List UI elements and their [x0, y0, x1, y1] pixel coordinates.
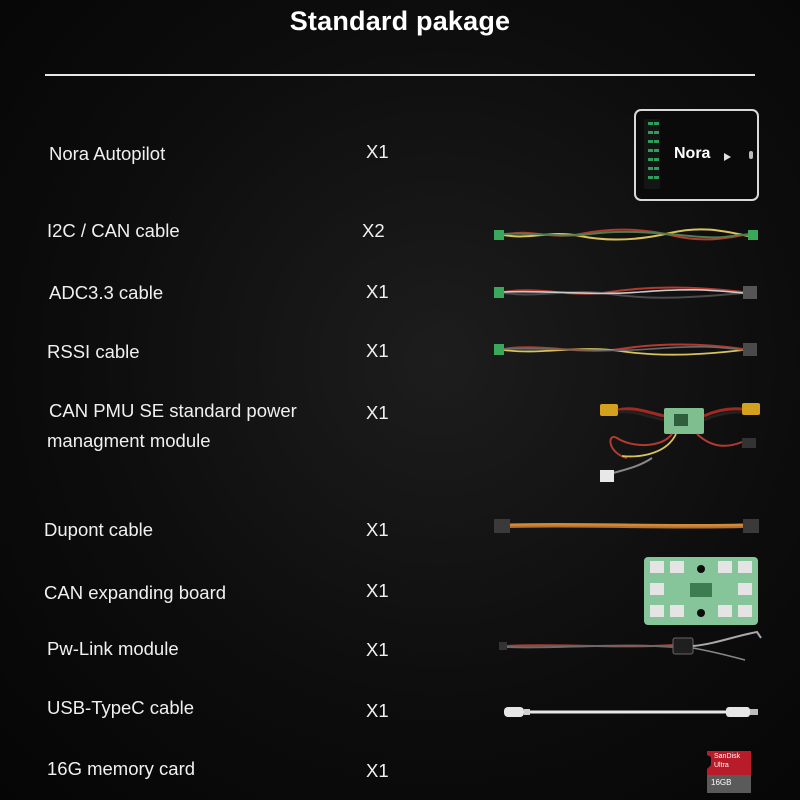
title-divider	[45, 74, 755, 76]
memory-card-line: Ultra	[714, 762, 729, 769]
item-quantity: X1	[366, 760, 389, 781]
item-name: Pw-Link module	[47, 638, 179, 659]
item-name: 16G memory card	[47, 758, 196, 779]
i2c-can-cable-image	[490, 222, 765, 248]
item-quantity: X1	[366, 340, 389, 361]
rssi-cable-image	[490, 337, 765, 363]
memory-card-image: SanDisk Ultra 16GB	[705, 749, 753, 795]
item-name: RSSI cable	[47, 341, 140, 362]
item-quantity: X1	[366, 402, 389, 423]
usb-typec-cable-image	[500, 700, 762, 724]
page-title: Standard pakage	[289, 6, 511, 36]
item-name-line-2: managment module	[47, 430, 211, 451]
adc33-cable-image	[490, 280, 765, 306]
item-name: ADC3.3 cable	[49, 282, 164, 303]
memory-card-capacity: 16GB	[711, 778, 732, 787]
item-name: CAN expanding board	[44, 582, 227, 603]
item-quantity: X1	[366, 141, 389, 162]
item-name: Nora Autopilot	[49, 143, 166, 164]
memory-card-brand: SanDisk	[714, 753, 741, 760]
pw-link-module-image	[495, 630, 765, 666]
item-name: Dupont cable	[44, 519, 154, 540]
item-name: I2C / CAN cable	[47, 220, 180, 241]
item-name-line-1: CAN PMU SE standard power	[49, 400, 297, 421]
dupont-cable-image	[490, 513, 765, 539]
item-quantity: X2	[362, 220, 385, 241]
item-quantity: X1	[366, 639, 389, 660]
nora-autopilot-image: Nora	[632, 107, 762, 203]
can-pmu-module-image	[592, 398, 767, 492]
item-name: USB-TypeC cable	[47, 697, 195, 718]
nora-brand-label: Nora	[674, 145, 711, 162]
item-quantity: X1	[366, 281, 389, 302]
item-quantity: X1	[366, 580, 389, 601]
item-quantity: X1	[366, 700, 389, 721]
item-quantity: X1	[366, 519, 389, 540]
can-expanding-board-image	[640, 553, 762, 629]
